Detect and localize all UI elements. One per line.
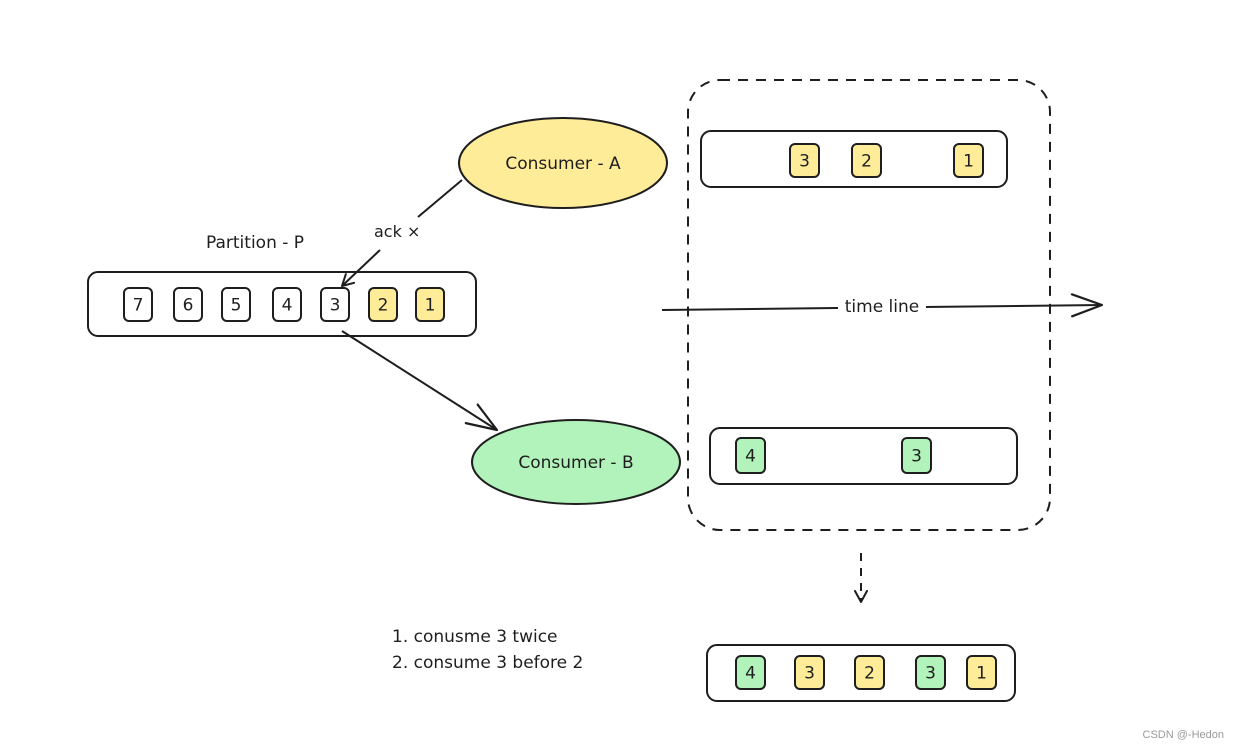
result-message-box-1-label: 4	[745, 664, 756, 684]
partition-message-box-6-label: 2	[378, 296, 389, 316]
consumer-a-message-box-1-label: 3	[799, 152, 810, 172]
time-line-label: time line	[845, 297, 920, 317]
result-message-box-4-label: 3	[925, 664, 936, 684]
result-messages: 4 3 2 3 1	[735, 655, 997, 690]
result-message-box-2-label: 3	[804, 664, 815, 684]
time-line-label-bg	[838, 293, 926, 319]
consumer-a-timeline-row	[700, 130, 1008, 188]
partition-message-box-2-label: 6	[183, 296, 194, 316]
ack-label: ack ×	[374, 222, 420, 241]
partition-message-box-5-label: 3	[330, 296, 341, 316]
partition-label: Partition - P	[206, 233, 304, 253]
partition-message-box-1	[123, 287, 153, 322]
consumer-b-message-box-2-label: 3	[911, 447, 922, 467]
result-message-box-1	[735, 655, 766, 690]
consumer-a-label: Consumer - A	[505, 154, 621, 174]
partition-container	[87, 271, 477, 337]
partition-message-box-6	[368, 287, 398, 322]
result-message-box-3-label: 2	[864, 664, 875, 684]
consumer-a-node	[458, 117, 668, 209]
consumer-a-message-box-1	[789, 143, 820, 178]
delivery-arrow-to-consumer-b	[341, 330, 499, 432]
watermark: CSDN @-Hedon	[1142, 729, 1224, 741]
result-message-box-4	[915, 655, 946, 690]
consumer-b-message-box-1	[735, 437, 766, 474]
partition-messages: 7 6 5 4 3 2 1	[123, 287, 445, 322]
result-message-box-5-label: 1	[976, 664, 987, 684]
consumer-b-timeline-row	[709, 427, 1018, 485]
consumer-b-message-box-2	[901, 437, 932, 474]
consumer-b-label: Consumer - B	[518, 453, 633, 473]
partition-message-box-3	[221, 287, 251, 322]
notes-block: 1. conusme 3 twice 2. consume 3 before 2	[392, 624, 583, 676]
consumer-a-timeline-messages: 3 2 1	[789, 143, 984, 178]
partition-message-box-2	[173, 287, 203, 322]
ack-arrow-to-message-3	[341, 249, 381, 287]
note-line-1: 1. conusme 3 twice	[392, 627, 558, 647]
partition-message-box-3-label: 5	[231, 296, 242, 316]
result-row	[706, 644, 1016, 702]
partition-message-box-4	[272, 287, 302, 322]
consumer-b-message-box-1-label: 4	[745, 447, 756, 467]
consumer-a-message-box-3-label: 1	[963, 152, 974, 172]
partition-message-box-7	[415, 287, 445, 322]
consumer-a-message-box-2-label: 2	[861, 152, 872, 172]
consumer-a-message-box-3	[953, 143, 984, 178]
partition-message-box-1-label: 7	[133, 296, 144, 316]
consumer-a-message-box-2	[851, 143, 882, 178]
consumer-b-node	[471, 419, 681, 505]
partition-message-box-4-label: 4	[282, 296, 293, 316]
result-message-box-5	[966, 655, 997, 690]
result-message-box-2	[794, 655, 825, 690]
partition-message-box-5	[320, 287, 350, 322]
ack-line-from-consumer-a	[417, 179, 463, 218]
partition-message-box-7-label: 1	[425, 296, 436, 316]
note-line-2: 2. consume 3 before 2	[392, 653, 584, 673]
result-message-box-3	[854, 655, 885, 690]
